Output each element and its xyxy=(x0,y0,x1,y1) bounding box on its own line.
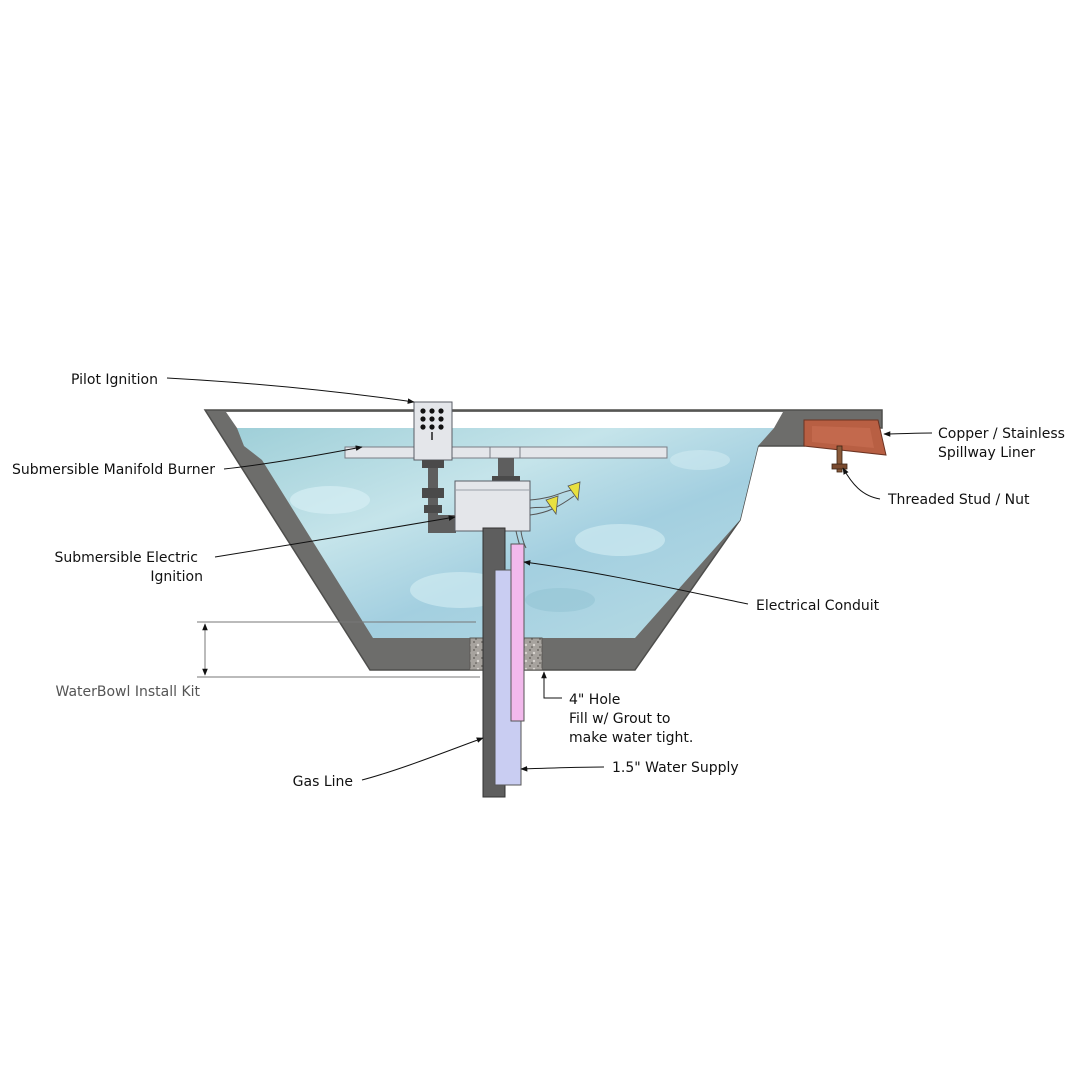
label-install-kit: WaterBowl Install Kit xyxy=(56,684,201,700)
label-electric-ignition-1: Submersible Electric xyxy=(54,550,198,566)
label-electrical-conduit: Electrical Conduit xyxy=(756,598,880,614)
electric-ignition-box xyxy=(454,480,531,532)
pilot-ignition-box xyxy=(413,401,453,468)
manifold-burner xyxy=(344,446,668,482)
label-gas-line: Gas Line xyxy=(293,774,353,790)
label-hole-1: 4" Hole xyxy=(569,692,620,708)
threaded-stud xyxy=(831,445,848,473)
label-pilot-ignition: Pilot Ignition xyxy=(71,372,158,388)
leader-lines xyxy=(166,377,933,781)
label-manifold-burner: Submersible Manifold Burner xyxy=(12,462,215,478)
label-spillway-1: Copper / Stainless xyxy=(938,426,1065,442)
label-threaded-stud: Threaded Stud / Nut xyxy=(887,492,1030,508)
label-water-supply: 1.5" Water Supply xyxy=(612,760,739,776)
electrical-conduit-pipe xyxy=(510,543,525,722)
install-kit-dimension xyxy=(197,621,480,678)
label-hole-3: make water tight. xyxy=(569,730,693,746)
spillway-liner xyxy=(803,419,887,456)
wire-nut-icon xyxy=(545,481,581,516)
label-electric-ignition-2: Ignition xyxy=(150,569,203,585)
label-hole-2: Fill w/ Grout to xyxy=(569,711,671,727)
label-spillway-2: Spillway Liner xyxy=(938,445,1035,461)
